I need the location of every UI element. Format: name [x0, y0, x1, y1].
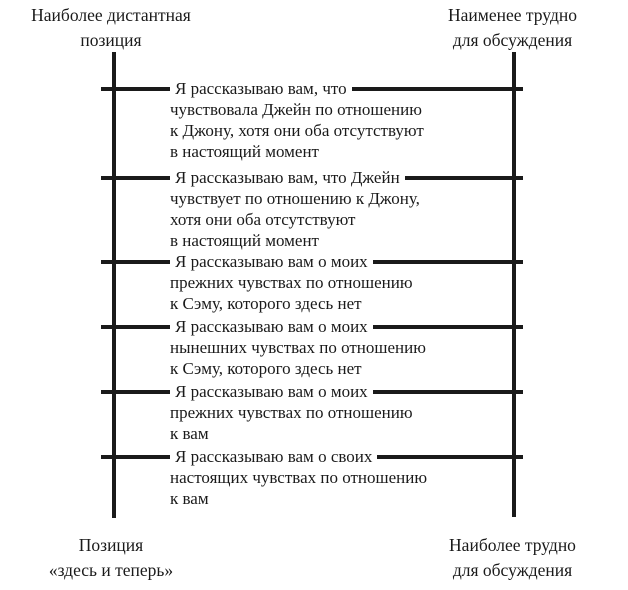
label-line: «здесь и теперь» — [48, 560, 174, 580]
statement-first-line: Я рассказываю вам, что Джейн — [170, 167, 420, 188]
statement-line: к вам — [170, 424, 209, 443]
statement-line: к Джону, хотя они оба отсутствуют — [170, 121, 424, 140]
statement-line: нынешних чувствах по отношению — [170, 338, 426, 357]
label-line: Наиболее трудно — [449, 535, 576, 555]
right-axis-line — [512, 52, 516, 517]
label-most-difficult-to-discuss: Наиболее трудно для обсуждения — [410, 533, 615, 583]
label-line: Наиболее дистантная — [31, 5, 191, 25]
label-line: для обсуждения — [452, 30, 573, 50]
statement-line: к Сэму, которого здесь нет — [170, 294, 362, 313]
statement-first-line: Я рассказываю вам о моих — [170, 316, 426, 337]
statement-first-line: Я рассказываю вам о моих — [170, 251, 413, 272]
statement-line: к вам — [170, 489, 209, 508]
label-least-difficult-to-discuss: Наименее трудно для обсуждения — [410, 3, 615, 53]
label-line: позиция — [80, 30, 142, 50]
left-axis-line — [112, 52, 116, 518]
statement-2: Я рассказываю вам, что Джейн чувствует п… — [170, 167, 420, 251]
statement-3: Я рассказываю вам о моих прежних чувства… — [170, 251, 413, 314]
statement-line: чувствовала Джейн по отношению — [170, 100, 422, 119]
statement-line: в настоящий момент — [170, 231, 319, 250]
statement-1: Я рассказываю вам, что чувствовала Джейн… — [170, 78, 424, 162]
label-line: для обсуждения — [452, 560, 573, 580]
statement-first-line: Я рассказываю вам о моих — [170, 381, 413, 402]
statement-line: прежних чувствах по отношению — [170, 403, 413, 422]
statement-first-line: Я рассказываю вам о своих — [170, 446, 427, 467]
label-line: Позиция — [78, 535, 144, 555]
statement-line: хотя они оба отсутствуют — [170, 210, 356, 229]
label-here-and-now-position: Позиция «здесь и теперь» — [5, 533, 217, 583]
statement-5: Я рассказываю вам о моих прежних чувства… — [170, 381, 413, 444]
statement-line: настоящих чувствах по отношению — [170, 468, 428, 487]
label-line: Наименее трудно — [448, 5, 577, 25]
label-most-distant-position: Наиболее дистантная позиция — [5, 3, 217, 53]
statement-6: Я рассказываю вам о своих настоящих чувс… — [170, 446, 427, 509]
statement-first-line: Я рассказываю вам, что — [170, 78, 424, 99]
statement-line: в настоящий момент — [170, 142, 319, 161]
statement-line: к Сэму, которого здесь нет — [170, 359, 362, 378]
statement-4: Я рассказываю вам о моих нынешних чувств… — [170, 316, 426, 379]
statement-line: прежних чувствах по отношению — [170, 273, 413, 292]
statement-line: чувствует по отношению к Джону, — [170, 189, 420, 208]
